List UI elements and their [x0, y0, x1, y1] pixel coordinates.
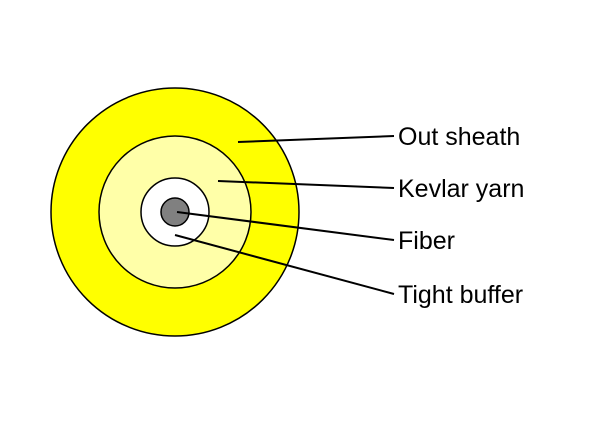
fiber-core [160, 197, 190, 227]
kevlar-yarn-label: Kevlar yarn [398, 175, 524, 203]
out-sheath-label: Out sheath [398, 123, 520, 151]
tight-buffer-leader-line [174, 234, 395, 295]
kevlar-yarn-leader-line [217, 180, 395, 189]
fiber-leader-line [176, 211, 395, 241]
out-sheath-leader-line [237, 135, 395, 143]
fiber-label: Fiber [398, 227, 455, 255]
tight-buffer-label: Tight buffer [398, 281, 523, 309]
